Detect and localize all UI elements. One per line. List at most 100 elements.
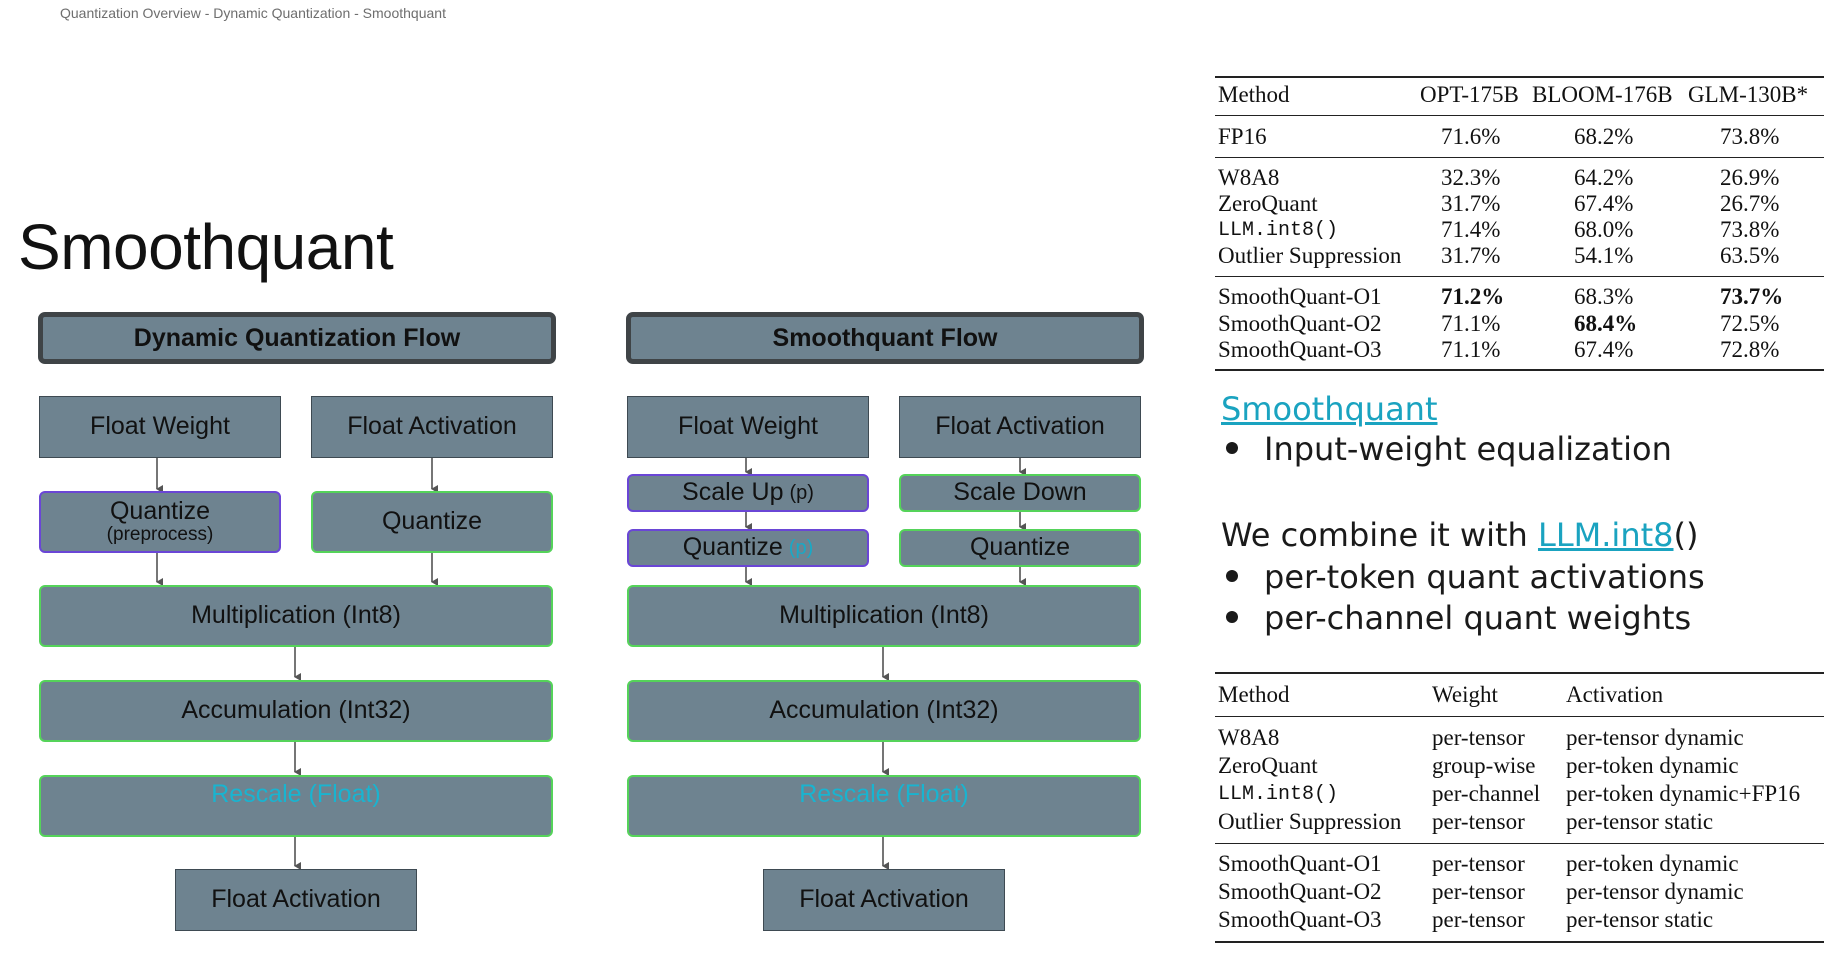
table-header-cell: Method bbox=[1218, 82, 1290, 107]
table-cell: per-token dynamic bbox=[1566, 851, 1739, 876]
table-rule bbox=[1215, 843, 1824, 844]
float-activation-label: Float Activation bbox=[347, 412, 517, 441]
float-weight-box: Float Weight bbox=[627, 396, 869, 458]
output-float-activation-box: Float Activation bbox=[763, 869, 1005, 931]
table-cell: per-channel bbox=[1432, 781, 1541, 806]
table-cell: 73.7% bbox=[1720, 284, 1784, 309]
table-cell: 71.6% bbox=[1441, 124, 1501, 149]
quantize-preprocess-box: Quantize (preprocess) bbox=[39, 491, 281, 553]
float-activation-label: Float Activation bbox=[935, 412, 1105, 441]
float-weight-label: Float Weight bbox=[90, 412, 230, 441]
combine-suffix: () bbox=[1673, 516, 1699, 554]
table-cell: 68.4% bbox=[1574, 311, 1638, 336]
table-cell: Outlier Suppression bbox=[1218, 243, 1402, 268]
bullet-item: per-channel quant weights bbox=[1226, 599, 1691, 637]
table-header-cell: Weight bbox=[1432, 682, 1498, 707]
table-cell: SmoothQuant-O2 bbox=[1218, 879, 1382, 904]
table-cell: 68.0% bbox=[1574, 217, 1634, 242]
bullet-icon bbox=[1226, 611, 1238, 623]
multiplication-box: Multiplication (Int8) bbox=[39, 585, 553, 647]
smoothquant-flow-header: Smoothquant Flow bbox=[626, 312, 1144, 364]
scale-down-box: Scale Down bbox=[899, 474, 1141, 512]
table-cell: 26.9% bbox=[1720, 165, 1780, 190]
llm-int8-link[interactable]: LLM.int8 bbox=[1537, 516, 1674, 554]
accumulation-box: Accumulation (Int32) bbox=[627, 680, 1141, 742]
quantize-param: (p) bbox=[788, 537, 814, 559]
table-rule bbox=[1215, 276, 1824, 277]
table-cell: ZeroQuant bbox=[1218, 753, 1318, 778]
table-cell: 73.8% bbox=[1720, 217, 1780, 242]
float-activation-box: Float Activation bbox=[899, 396, 1141, 458]
bullet-text: per-token quant activations bbox=[1264, 558, 1705, 596]
quantize-weight-box: Quantize (p) bbox=[627, 529, 869, 567]
table-cell: 71.2% bbox=[1441, 284, 1505, 309]
scale-up-label: Scale Up bbox=[682, 478, 784, 507]
scale-up-box: Scale Up (p) bbox=[627, 474, 869, 512]
table-cell: ZeroQuant bbox=[1218, 191, 1318, 216]
table-cell: 72.5% bbox=[1720, 311, 1780, 336]
table-cell: Outlier Suppression bbox=[1218, 809, 1402, 834]
table-cell: 73.8% bbox=[1720, 124, 1780, 149]
table-header-cell: OPT-175B bbox=[1420, 82, 1519, 107]
table-cell: SmoothQuant-O2 bbox=[1218, 311, 1382, 336]
preprocess-label: (preprocess) bbox=[106, 524, 214, 546]
table-rule bbox=[1215, 76, 1824, 78]
table-cell: per-tensor dynamic bbox=[1566, 725, 1744, 750]
table-rule bbox=[1215, 941, 1824, 943]
table-header-cell: Method bbox=[1218, 682, 1290, 707]
accumulation-label: Accumulation (Int32) bbox=[181, 696, 411, 725]
table-cell: LLM.int8() bbox=[1218, 783, 1339, 806]
table-cell: per-tensor static bbox=[1566, 907, 1714, 932]
table-cell: FP16 bbox=[1218, 124, 1267, 149]
table-header-cell: Activation bbox=[1566, 682, 1664, 707]
rescale-box: Rescale (Float) bbox=[39, 775, 553, 837]
smoothquant-link[interactable]: Smoothquant bbox=[1221, 390, 1438, 428]
rescale-box: Rescale (Float) bbox=[627, 775, 1141, 837]
dynamic-flow-header: Dynamic Quantization Flow bbox=[38, 312, 556, 364]
quantize-activation-box: Quantize bbox=[311, 491, 553, 553]
multiplication-label: Multiplication (Int8) bbox=[779, 601, 989, 630]
quantize-label: Quantize bbox=[969, 533, 1071, 562]
quantize-label: Quantize bbox=[381, 507, 483, 536]
table-rule bbox=[1215, 672, 1824, 674]
table-cell: W8A8 bbox=[1218, 165, 1280, 190]
table-cell: per-tensor bbox=[1432, 725, 1525, 750]
table-cell: per-tensor bbox=[1432, 851, 1525, 876]
quantize-activation-box: Quantize bbox=[899, 529, 1141, 567]
table-rule bbox=[1215, 369, 1824, 371]
bullet-text: Input-weight equalization bbox=[1264, 430, 1672, 468]
table-cell: 71.1% bbox=[1441, 311, 1501, 336]
table-cell: 67.4% bbox=[1574, 337, 1634, 362]
scale-up-param: (p) bbox=[789, 482, 814, 504]
table-cell: per-tensor bbox=[1432, 809, 1525, 834]
bullet-icon bbox=[1226, 570, 1238, 582]
table-cell: SmoothQuant-O3 bbox=[1218, 907, 1382, 932]
table-cell: per-tensor static bbox=[1566, 809, 1714, 834]
multiplication-label: Multiplication (Int8) bbox=[191, 601, 401, 630]
output-label: Float Activation bbox=[211, 885, 381, 914]
table-cell: 67.4% bbox=[1574, 191, 1634, 216]
bullet-item: Input-weight equalization bbox=[1226, 430, 1672, 468]
bullet-icon bbox=[1226, 442, 1238, 454]
smoothquant-link-row: Smoothquant bbox=[1221, 390, 1438, 428]
breadcrumb: Quantization Overview - Dynamic Quantiza… bbox=[60, 5, 446, 21]
multiplication-box: Multiplication (Int8) bbox=[627, 585, 1141, 647]
table-cell: 71.4% bbox=[1441, 217, 1501, 242]
float-activation-box: Float Activation bbox=[311, 396, 553, 458]
table-cell: group-wise bbox=[1432, 753, 1536, 778]
table-cell: SmoothQuant-O3 bbox=[1218, 337, 1382, 362]
table-cell: per-tensor bbox=[1432, 907, 1525, 932]
table-cell: 31.7% bbox=[1441, 243, 1501, 268]
table-cell: 71.1% bbox=[1441, 337, 1501, 362]
quantize-label: Quantize bbox=[109, 496, 211, 525]
table-cell: W8A8 bbox=[1218, 725, 1280, 750]
table-cell: 68.3% bbox=[1574, 284, 1634, 309]
table-cell: SmoothQuant-O1 bbox=[1218, 851, 1382, 876]
table-header-cell: BLOOM-176B bbox=[1532, 82, 1673, 107]
output-label: Float Activation bbox=[799, 885, 969, 914]
bullet-item: per-token quant activations bbox=[1226, 558, 1705, 596]
table-cell: 26.7% bbox=[1720, 191, 1780, 216]
table-header-cell: GLM-130B* bbox=[1688, 82, 1809, 107]
combine-line: We combine it with LLM.int8() bbox=[1221, 516, 1698, 554]
